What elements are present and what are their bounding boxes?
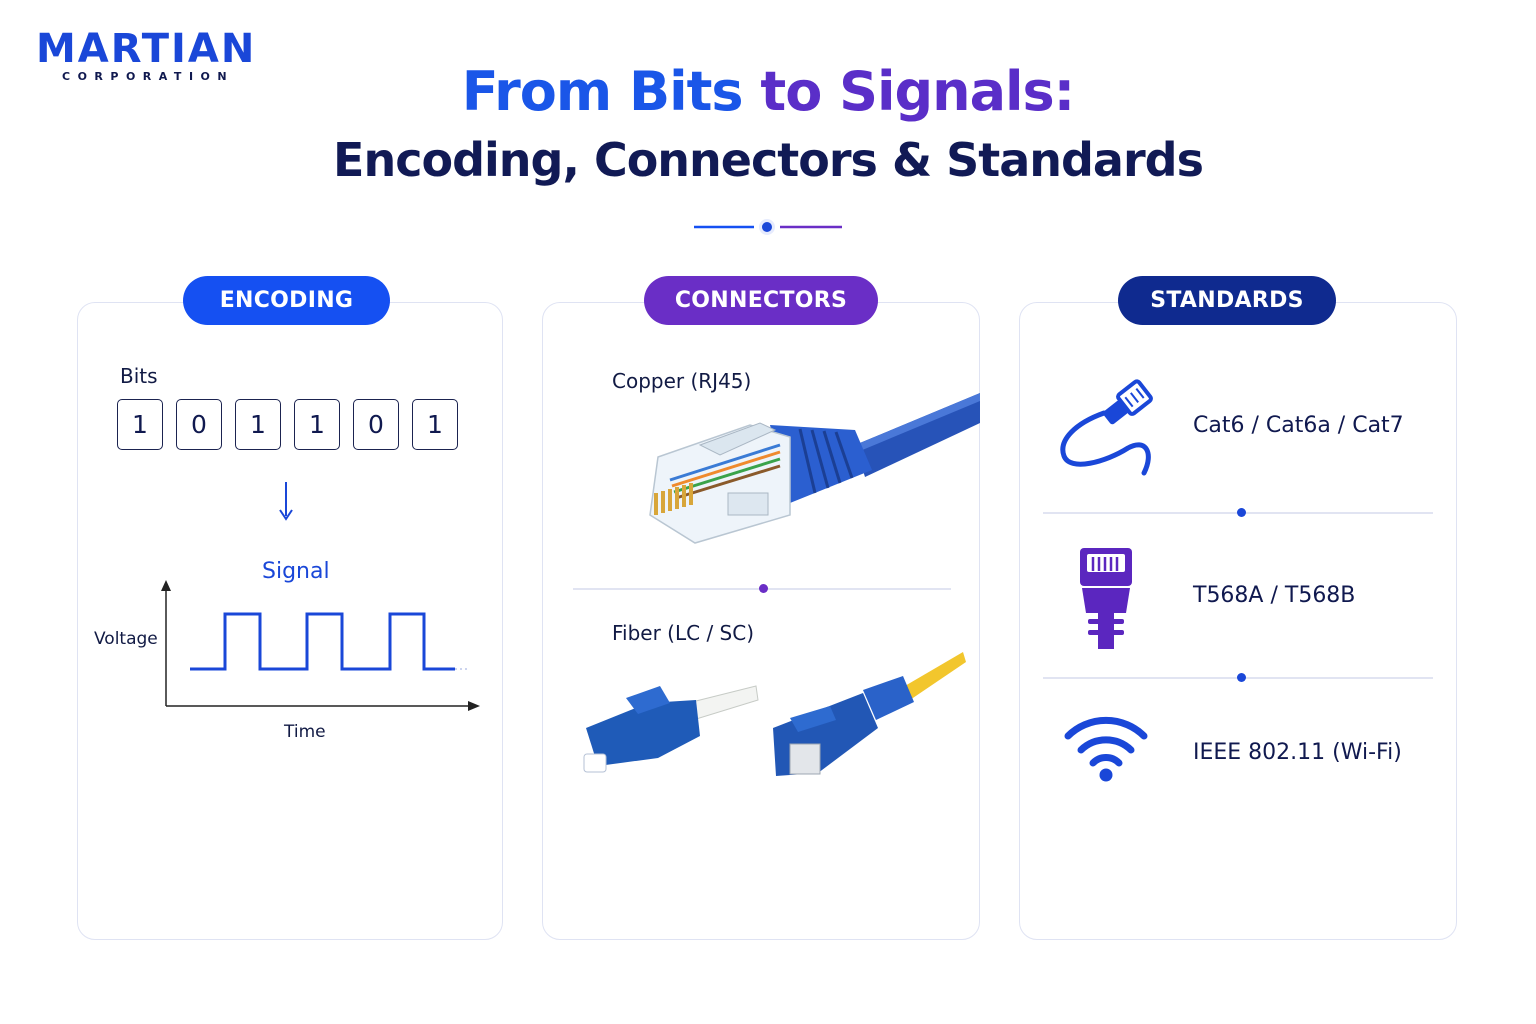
bit-box: 1 bbox=[412, 399, 458, 450]
time-axis-label: Time bbox=[284, 722, 326, 742]
logo-subtitle: CORPORATION bbox=[62, 70, 235, 83]
page-title: From Bits to Signals: bbox=[0, 60, 1536, 123]
title-divider bbox=[694, 219, 842, 235]
standards-header: STANDARDS bbox=[1118, 276, 1336, 325]
signal-label: Signal bbox=[262, 559, 330, 584]
divider-dot bbox=[759, 584, 768, 593]
encoding-card bbox=[77, 302, 503, 940]
bit-box: 0 bbox=[176, 399, 222, 450]
standard-wifi-label: IEEE 802.11 (Wi-Fi) bbox=[1193, 740, 1402, 765]
bits-label: Bits bbox=[120, 364, 158, 388]
connectors-header: CONNECTORS bbox=[644, 276, 878, 325]
bit-box: 0 bbox=[353, 399, 399, 450]
page-subtitle: Encoding, Connectors & Standards bbox=[333, 133, 1204, 187]
arrow-down-icon bbox=[279, 482, 293, 521]
connectors-card bbox=[542, 302, 980, 940]
rj45-cable-illustration bbox=[649, 393, 980, 544]
bit-box: 1 bbox=[294, 399, 340, 450]
copper-label: Copper (RJ45) bbox=[612, 369, 752, 393]
fiber-label: Fiber (LC / SC) bbox=[612, 621, 755, 645]
cable-icon bbox=[1060, 379, 1153, 476]
logo-wordmark: MARTIAN bbox=[36, 26, 257, 72]
standard-cable-label: Cat6 / Cat6a / Cat7 bbox=[1193, 413, 1404, 438]
company-logo: MARTIAN CORPORATION bbox=[36, 28, 256, 83]
bit-sequence: 1 0 1 1 0 1 bbox=[117, 399, 458, 450]
signal-waveform bbox=[161, 580, 480, 711]
title-part-1: From Bits bbox=[461, 60, 761, 123]
divider-dot bbox=[1237, 508, 1246, 517]
voltage-axis-label: Voltage bbox=[94, 629, 158, 649]
bit-box: 1 bbox=[117, 399, 163, 450]
standard-wiring-label: T568A / T568B bbox=[1193, 583, 1356, 608]
rj45-plug-icon bbox=[1080, 548, 1132, 649]
title-part-2: to Signals: bbox=[760, 60, 1075, 123]
fiber-connectors-illustration bbox=[583, 652, 966, 776]
encoding-header: ENCODING bbox=[183, 276, 390, 325]
divider-dot bbox=[1237, 673, 1246, 682]
bit-box: 1 bbox=[235, 399, 281, 450]
wifi-icon bbox=[1064, 716, 1148, 782]
